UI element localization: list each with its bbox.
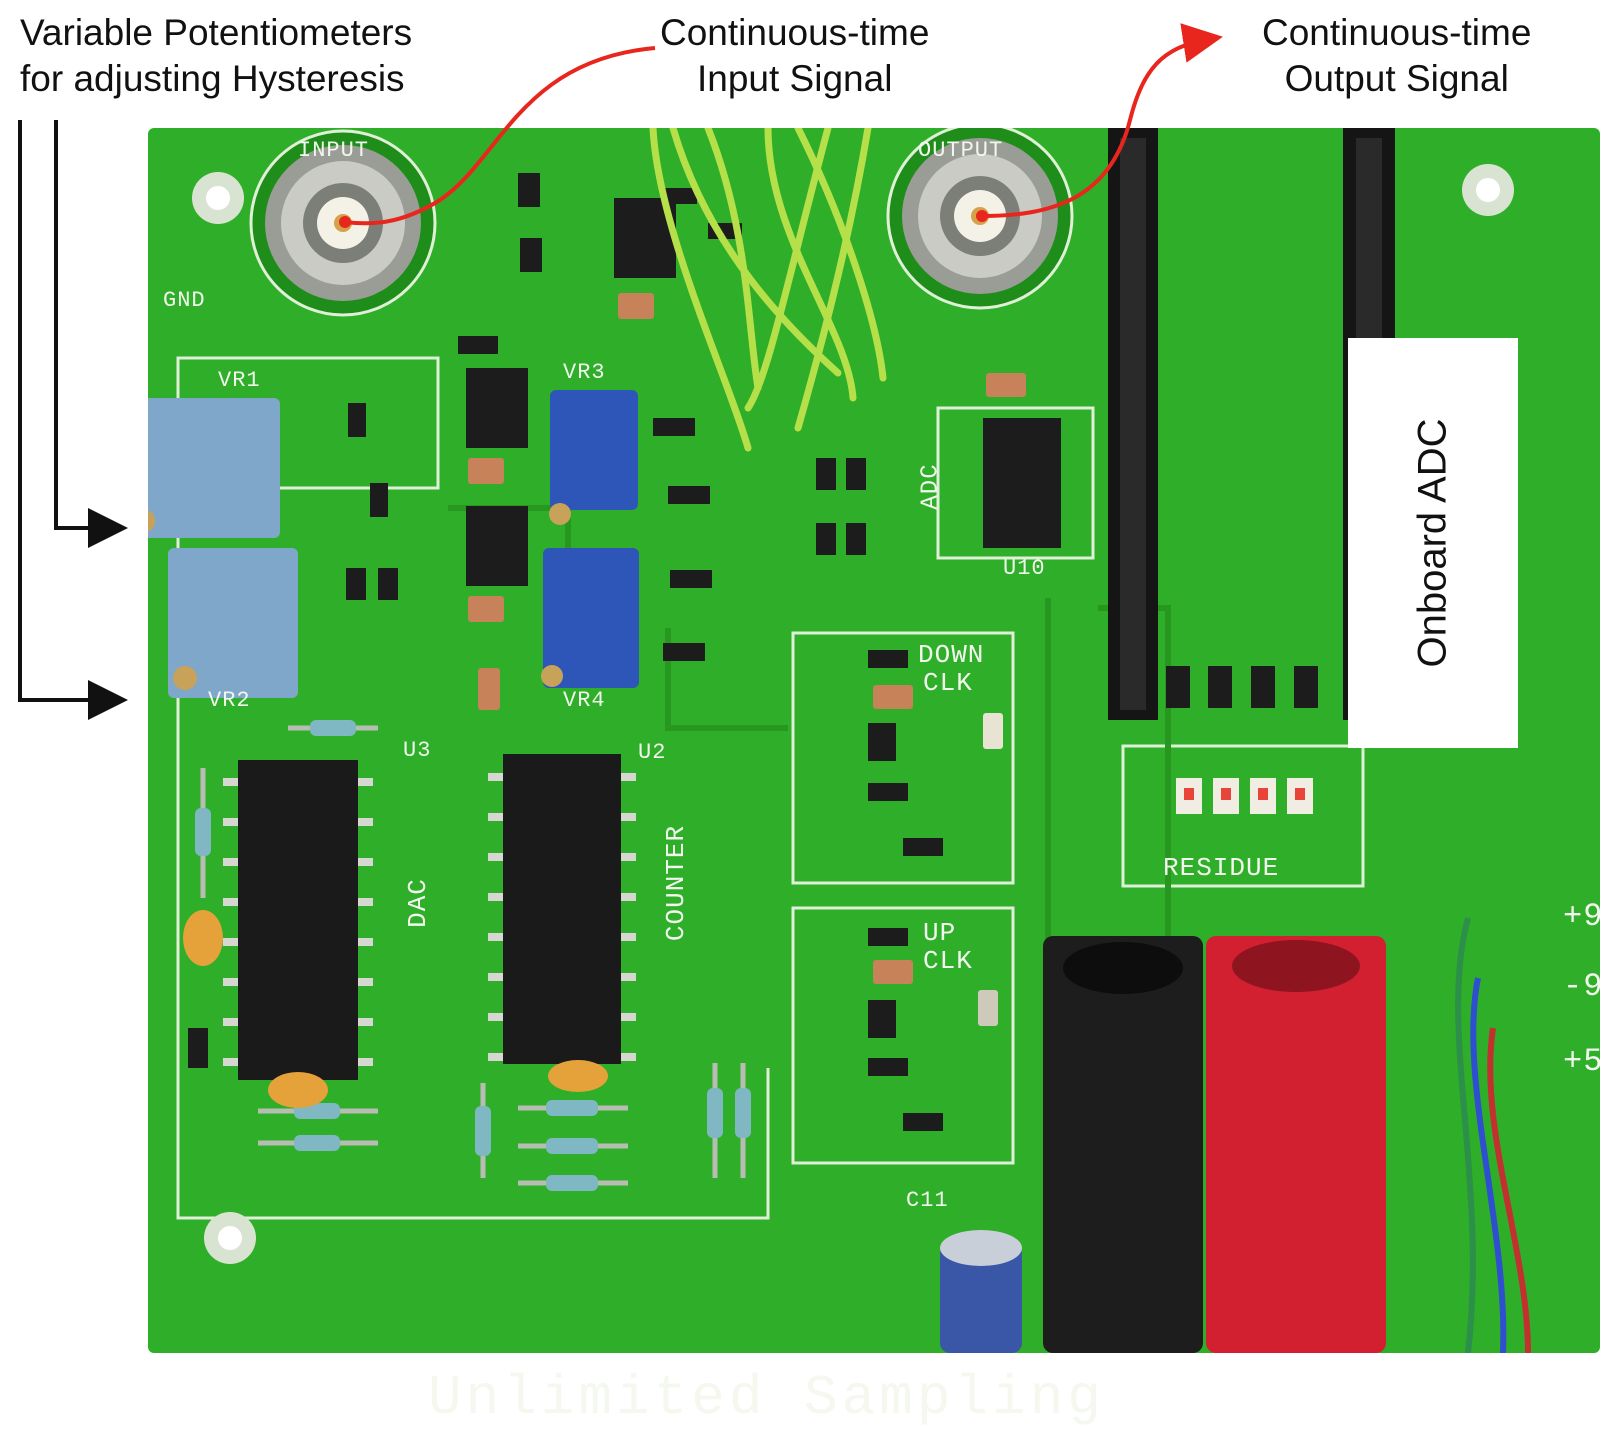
- silk-u10: U10: [1003, 556, 1046, 581]
- pin-header-left: [1108, 128, 1158, 720]
- ic-u2-counter: [503, 754, 621, 1064]
- silk-vr2: VR2: [208, 688, 251, 713]
- input-signal-callout: Continuous-time Input Signal: [660, 10, 929, 102]
- silk-down-clk: CLK: [923, 668, 973, 698]
- pcb-board: INPUT OUTPUT GND VR1 VR2 VR3 VR4 U3 U2 D…: [130, 122, 1600, 1430]
- up-clk-outline: [791, 906, 1015, 1165]
- cap-c11: [940, 1230, 1022, 1353]
- silk-gnd: GND: [163, 288, 206, 313]
- residue-leds: [1176, 778, 1313, 814]
- banana-jack-black: [1043, 936, 1203, 1353]
- cap: [548, 1060, 608, 1092]
- silk-up: UP: [923, 918, 957, 948]
- silk-residue: RESIDUE: [1163, 853, 1280, 883]
- trace: [665, 628, 788, 731]
- silk-u3: U3: [403, 738, 432, 763]
- down-clk-outline: [791, 631, 1015, 885]
- silk-minus9: -9: [1563, 968, 1600, 1005]
- ic-u6: [466, 506, 528, 586]
- pot-screw: [173, 666, 197, 690]
- callout-line: Continuous-time: [1262, 12, 1532, 53]
- pot-screw: [541, 665, 563, 687]
- silk-plus9: +9: [1563, 898, 1600, 935]
- banana-jack-red: [1206, 936, 1386, 1353]
- callout-line: Output Signal: [1284, 58, 1509, 99]
- silk-u2: U2: [638, 740, 667, 765]
- input-arrow: [344, 46, 656, 226]
- ic-u3-dac: [238, 760, 358, 1080]
- silk-up-clk: CLK: [923, 946, 973, 976]
- ic-u8: [868, 1000, 896, 1038]
- silk-output: OUTPUT: [918, 138, 1004, 163]
- input-arrow-dot: [339, 216, 351, 228]
- silk-down: DOWN: [918, 640, 985, 670]
- callout-line: Continuous-time: [660, 12, 930, 53]
- pot-screw: [549, 503, 571, 525]
- cap: [268, 1072, 328, 1108]
- potentiometer-vr4: [543, 548, 639, 688]
- callout-line: Input Signal: [696, 58, 893, 99]
- silk-input: INPUT: [298, 138, 370, 163]
- pot-arrow-upper: [54, 120, 128, 548]
- annotation-overlay: [18, 23, 1223, 720]
- potentiometer-vr3: [550, 390, 638, 510]
- callout-line: Variable Potentiometers: [20, 12, 413, 53]
- pcb-artwork: [130, 122, 1531, 1354]
- silk-vr3: VR3: [563, 360, 606, 385]
- callout-line: for adjusting Hysteresis: [20, 58, 405, 99]
- ic-u9: [868, 723, 896, 761]
- adc-outline: [936, 406, 1095, 560]
- onboard-adc-label: Onboard ADC: [1348, 338, 1518, 748]
- residue-outline: [1121, 744, 1365, 888]
- potentiometer-callout: Variable Potentiometers for adjusting Hy…: [20, 10, 412, 102]
- cap-c3: [183, 910, 223, 966]
- potentiometer-vr2: [168, 548, 298, 698]
- pot-arrow-lower: [18, 120, 128, 720]
- output-arrow: [981, 23, 1223, 218]
- silk-c11: C11: [906, 1188, 949, 1213]
- potentiometer-vr1: [130, 398, 280, 538]
- silk-vr1: VR1: [218, 368, 261, 393]
- output-signal-callout: Continuous-time Output Signal: [1262, 10, 1531, 102]
- output-arrow-dot: [976, 210, 988, 222]
- ic-u5: [466, 368, 528, 448]
- trace-outline: [176, 488, 770, 1220]
- mounting-holes: [192, 164, 1514, 1264]
- ic-u10: [983, 418, 1061, 548]
- silk-plus5: +5: [1563, 1043, 1600, 1080]
- silk-vr4: VR4: [563, 688, 606, 713]
- jumper-wires: [649, 124, 887, 452]
